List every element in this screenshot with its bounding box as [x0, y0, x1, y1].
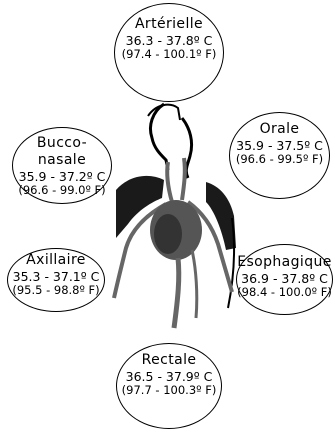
site-axillary-ellipse: Axillaire 35.3 - 37.1º C (95.5 - 98.8º F…	[7, 248, 105, 312]
site-esophageal-ellipse: Esophagique 36.9 - 37.8º C (98.4 - 100.0…	[236, 244, 333, 315]
fahrenheit-range: (96.6 - 99.5º F)	[230, 153, 329, 167]
celsius-range: 36.5 - 37.9º C	[117, 369, 221, 384]
vena-cava	[192, 250, 197, 318]
site-nasal-ellipse: Bucco-nasale 35.9 - 37.2º C (96.6 - 99.0…	[12, 127, 112, 204]
torso-svg	[108, 98, 242, 333]
celsius-range: 35.9 - 37.5º C	[230, 138, 329, 153]
site-name: Rectale	[117, 352, 221, 369]
aorta	[174, 258, 179, 328]
site-name: Axillaire	[8, 252, 104, 269]
site-oral-ellipse: Orale 35.9 - 37.5º C (96.6 - 99.5º F)	[229, 112, 330, 199]
site-name: Bucco-nasale	[13, 135, 111, 169]
jugular-vein	[182, 158, 185, 200]
site-name: Orale	[230, 121, 329, 138]
fahrenheit-range: (95.5 - 98.8º F)	[8, 284, 104, 298]
celsius-range: 36.9 - 37.8º C	[237, 271, 332, 286]
site-name: Artérielle	[115, 16, 223, 33]
site-name: Esophagique	[237, 254, 332, 271]
celsius-range: 36.3 - 37.8º C	[115, 33, 223, 48]
site-arterial-ellipse: Artérielle 36.3 - 37.8º C (97.4 - 100.1º…	[114, 3, 224, 102]
celsius-range: 35.9 - 37.2º C	[13, 169, 111, 184]
torso-right-shade	[206, 182, 236, 250]
torso-illustration	[108, 98, 242, 333]
site-rectal-ellipse: Rectale 36.5 - 37.9º C (97.7 - 100.3º F)	[116, 343, 222, 429]
head-outline	[151, 104, 169, 170]
fahrenheit-range: (96.6 - 99.0º F)	[13, 184, 111, 198]
fahrenheit-range: (98.4 - 100.0º F)	[237, 286, 332, 300]
fahrenheit-range: (97.7 - 100.3º F)	[117, 384, 221, 398]
fahrenheit-range: (97.4 - 100.1º F)	[115, 48, 223, 62]
heart-shading	[154, 214, 182, 254]
carotid-artery	[167, 162, 172, 202]
celsius-range: 35.3 - 37.1º C	[8, 269, 104, 284]
